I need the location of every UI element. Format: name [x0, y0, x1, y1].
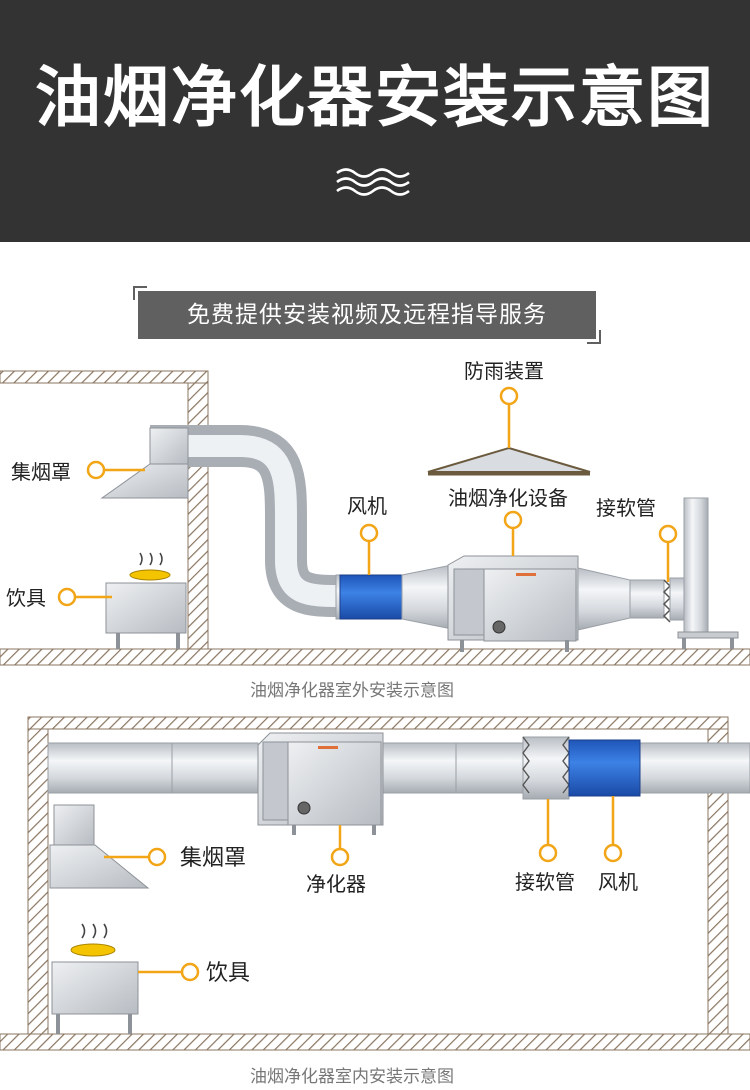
indoor-purifier-unit	[257, 732, 384, 835]
label-stove: 饮具	[6, 586, 46, 610]
indoor-range-hood	[49, 804, 150, 889]
callout-dot	[147, 847, 167, 867]
callout-dot	[57, 587, 77, 607]
label-fan: 风机	[598, 870, 638, 894]
callout-dot	[658, 524, 678, 544]
label-soft-pipe: 接软管	[596, 496, 656, 520]
callout-dot	[359, 523, 379, 543]
label-soft-pipe: 接软管	[515, 870, 575, 894]
label-hood: 集烟罩	[180, 846, 246, 871]
service-banner: 免费提供安装视频及远程指导服务	[133, 286, 601, 344]
callout-dot	[499, 386, 519, 406]
outdoor-range-hood	[100, 427, 189, 499]
label-hood: 集烟罩	[11, 460, 71, 484]
label-purifier: 油烟净化设备	[448, 486, 568, 510]
label-fan: 风机	[347, 494, 387, 518]
callout-dot	[180, 962, 200, 982]
label-purifier: 净化器	[306, 872, 366, 896]
callout-dot	[503, 510, 523, 530]
outdoor-roof	[0, 370, 209, 384]
indoor-ceiling	[27, 716, 729, 730]
outdoor-chimney	[683, 497, 709, 633]
indoor-scene: 集烟罩 饮具 净化器 接软管 风机 油烟净化器室内安装示意图	[0, 716, 750, 1087]
outdoor-fan	[339, 574, 403, 620]
label-rain-cover: 防雨装置	[464, 359, 544, 383]
label-stove: 饮具	[206, 961, 250, 986]
outdoor-stove	[105, 552, 187, 649]
header-bar: 油烟净化器安装示意图	[0, 0, 750, 242]
indoor-floor	[0, 1033, 750, 1051]
indoor-fan	[568, 739, 641, 797]
callout-dot	[603, 843, 623, 863]
page-title: 油烟净化器安装示意图	[35, 59, 715, 136]
callout-dot	[86, 460, 106, 480]
outdoor-scene: 集烟罩 饮具 风机 防雨装置 油烟净化设备 接软管 油烟净化器室外安装示意图	[0, 359, 750, 701]
callout-dot	[330, 847, 350, 867]
outdoor-wall	[187, 382, 209, 650]
installation-diagram: 集烟罩 饮具 风机 防雨装置 油烟净化设备 接软管 油烟净化器室外安装示意图	[0, 359, 750, 1087]
indoor-left-wall	[27, 728, 49, 1035]
outdoor-ground	[0, 648, 750, 666]
rain-cover	[427, 446, 591, 473]
indoor-caption: 油烟净化器室内安装示意图	[250, 1067, 454, 1087]
indoor-soft-pipe	[522, 736, 570, 800]
indoor-stove	[51, 923, 139, 1034]
banner-text: 免费提供安装视频及远程指导服务	[187, 302, 547, 328]
outdoor-caption: 油烟净化器室外安装示意图	[250, 681, 454, 701]
outdoor-purifier-unit	[447, 555, 579, 652]
wave-icon	[336, 168, 410, 196]
callout-dot	[538, 843, 558, 863]
outdoor-soft-pipe	[662, 579, 672, 623]
